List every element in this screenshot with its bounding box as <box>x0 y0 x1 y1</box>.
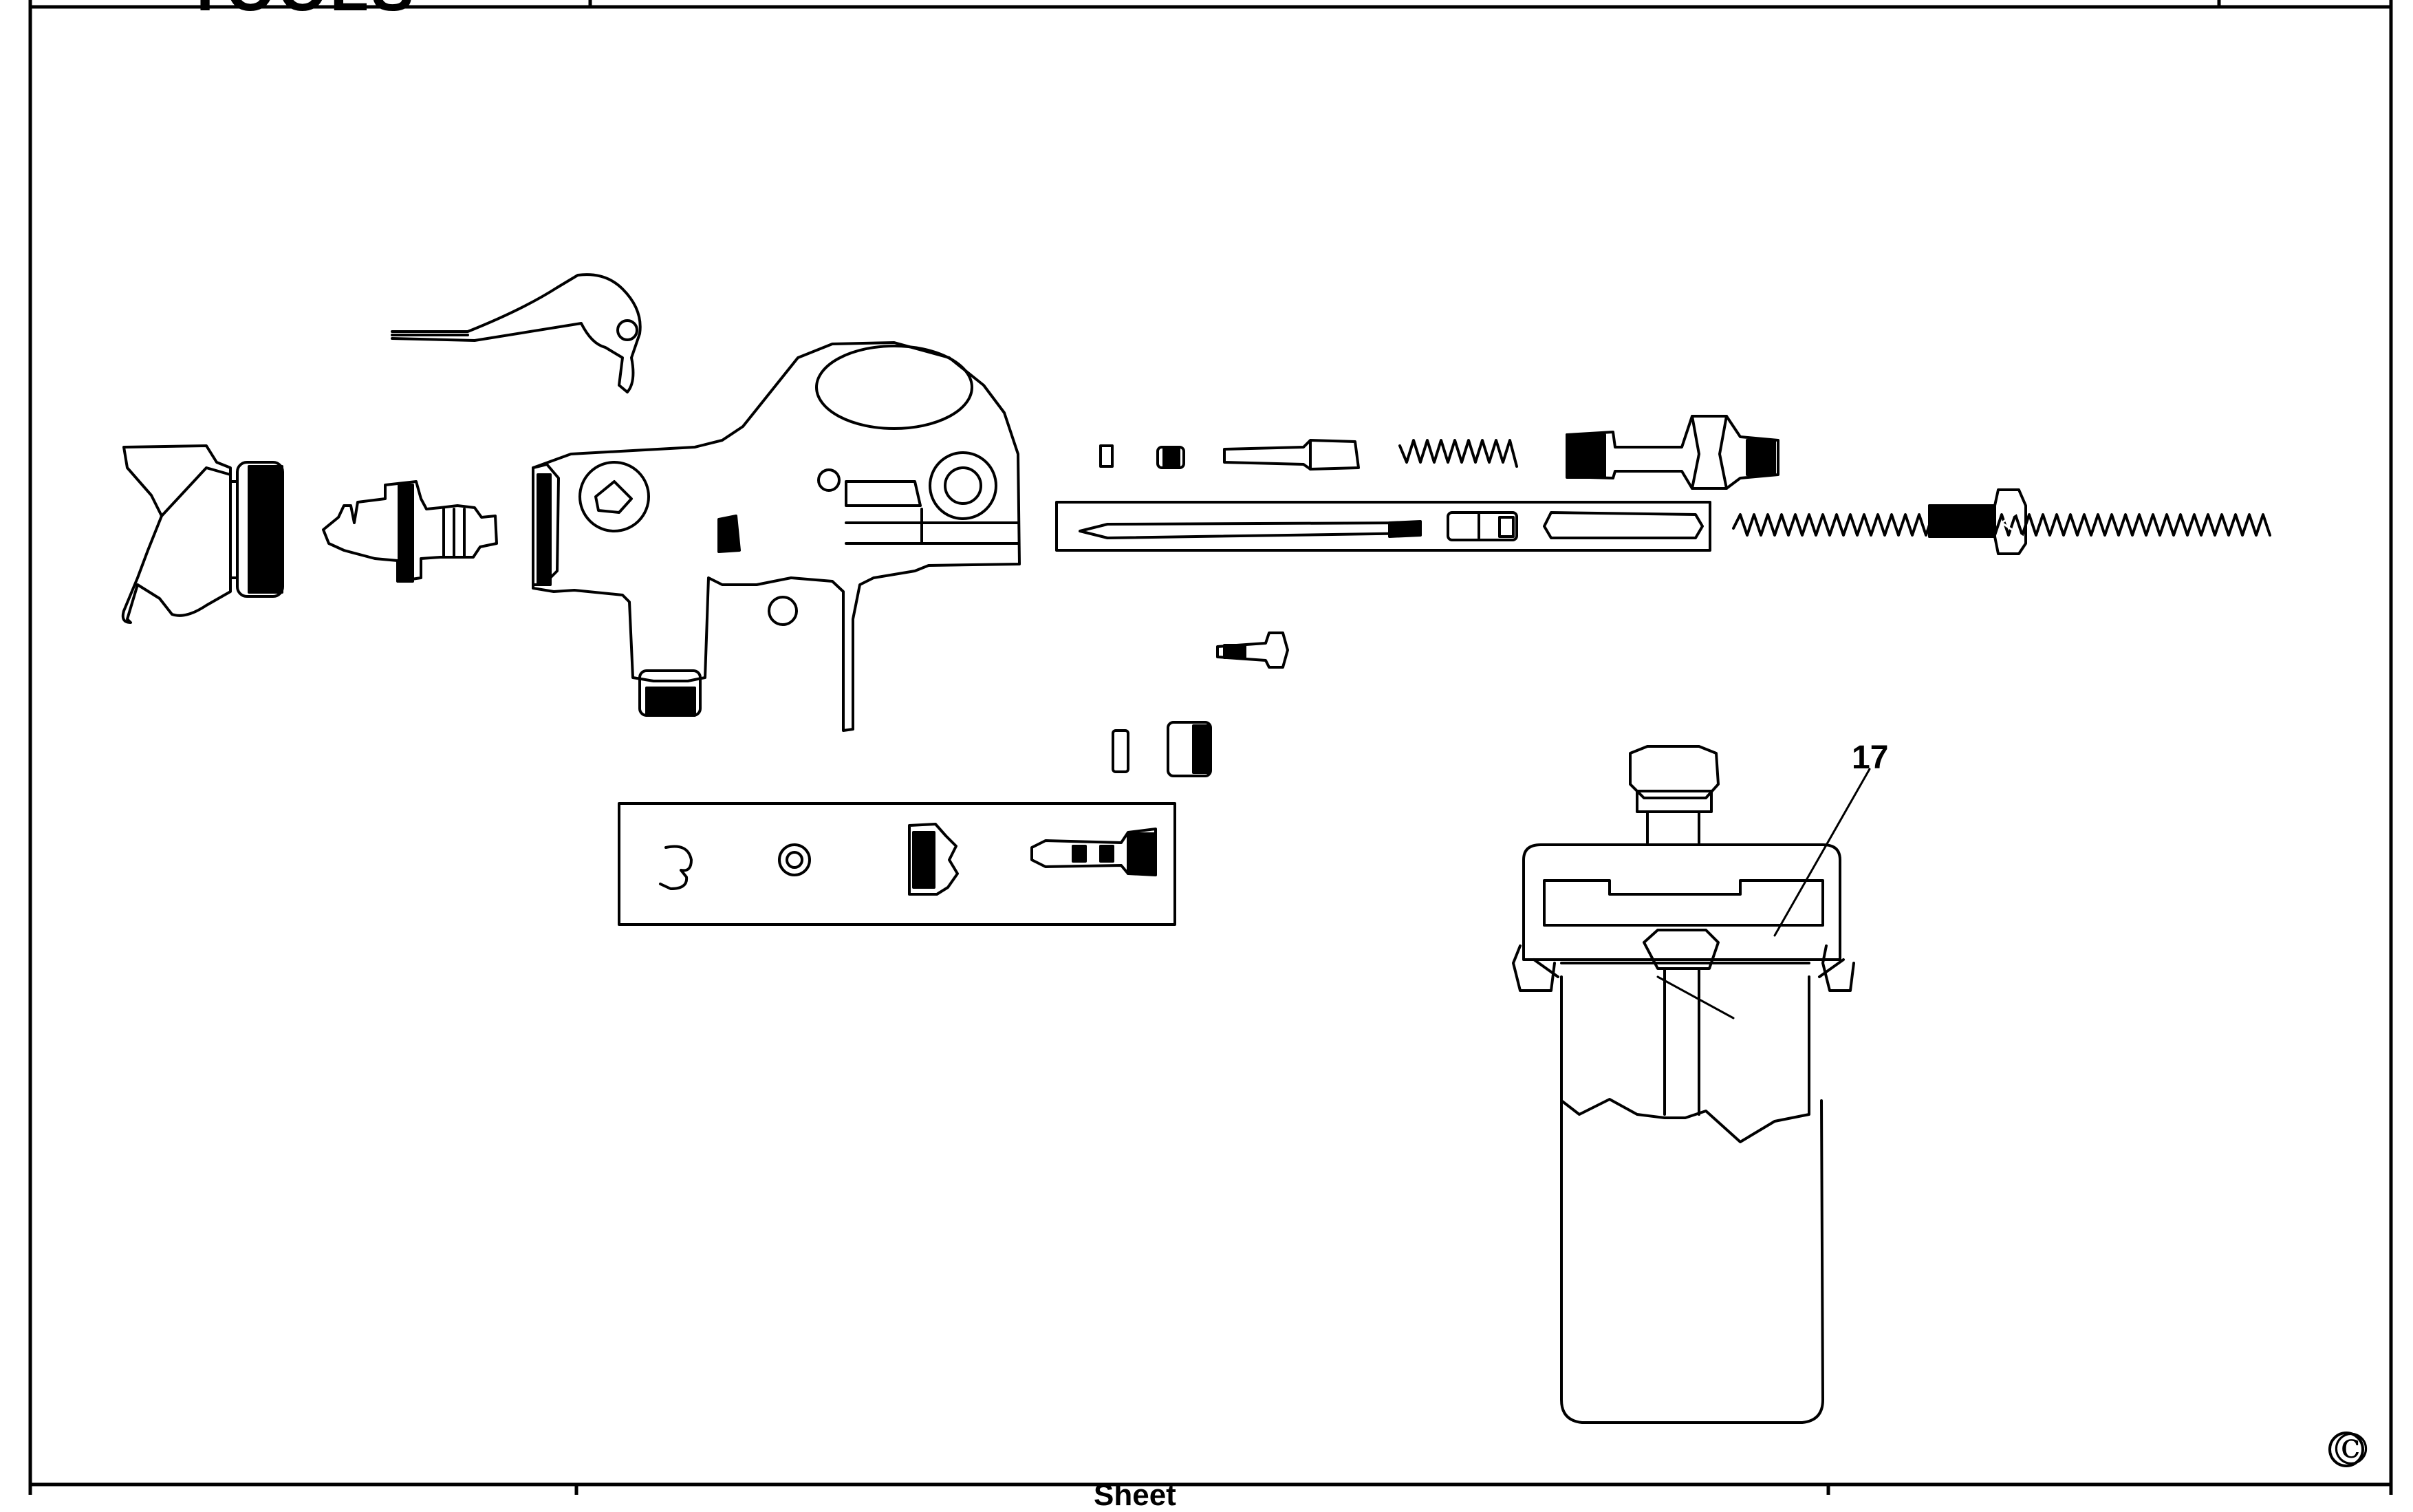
needle-packing-parts <box>1099 415 1779 490</box>
copyright-mark: © <box>2329 1425 2373 1476</box>
adjusting-screw <box>1216 631 1289 669</box>
air-valve-parts-box <box>618 802 1176 926</box>
air-cap <box>121 444 284 624</box>
gun-body <box>532 341 1021 732</box>
fluid-nozzle <box>322 480 498 583</box>
trigger-lever <box>391 273 642 393</box>
pin-and-nut <box>1112 721 1212 777</box>
footer-title: Sheet <box>1094 1478 1176 1512</box>
paint-cup-assembly <box>1512 745 1855 1424</box>
needle-assembly-box <box>1055 501 1711 552</box>
copyright-circle <box>2328 1432 2364 1467</box>
needle-spring-and-knob <box>1732 488 2271 555</box>
sheet-frame <box>28 0 2393 1497</box>
header-logo-text: TOOLS <box>186 0 416 21</box>
part-17-leader-line <box>1773 768 1871 937</box>
part-label-17: 17 <box>1852 739 1889 776</box>
